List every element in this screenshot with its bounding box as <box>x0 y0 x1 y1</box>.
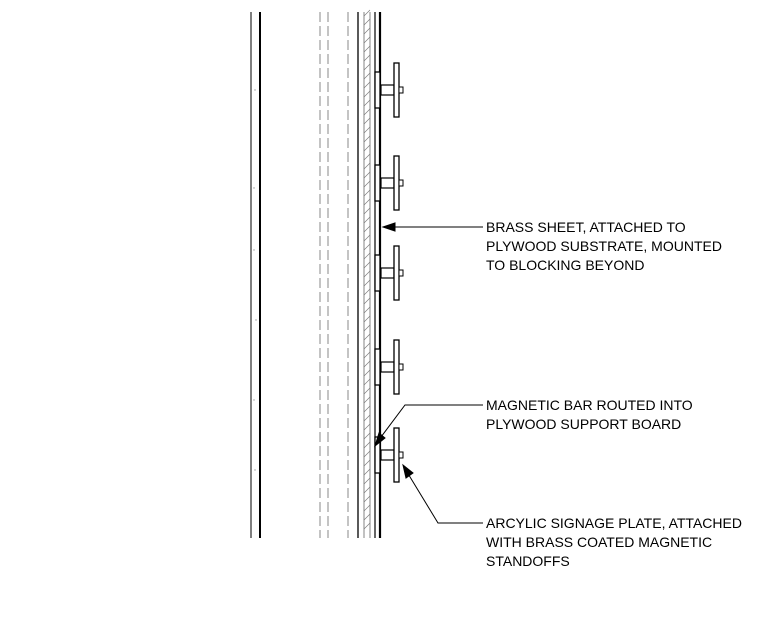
arrowhead-magnetic-bar <box>374 432 386 448</box>
standoff-cap <box>398 451 404 459</box>
magnetic-bar <box>374 254 381 292</box>
acrylic-plate <box>393 339 400 395</box>
callout-brass-sheet: BRASS SHEET, ATTACHED TO PLYWOOD SUBSTRA… <box>486 219 722 273</box>
standoff-shaft <box>380 361 395 373</box>
callout-brass-sheet-line-2: PLYWOOD SUBSTRATE, MOUNTED <box>486 238 722 254</box>
standoff-cap <box>398 86 404 94</box>
leader-lines <box>374 222 483 524</box>
magnetic-bar <box>374 164 381 202</box>
magnetic-standoff <box>374 155 404 211</box>
callout-brass-sheet-line-1: BRASS SHEET, ATTACHED TO <box>486 219 686 235</box>
callout-signage-plate-line-1: ARCYLIC SIGNAGE PLATE, ATTACHED <box>486 515 742 531</box>
standoff-shaft <box>380 177 395 189</box>
standoff-cap <box>398 363 404 371</box>
board-stipple <box>253 89 257 471</box>
standoff-shaft <box>380 267 395 279</box>
standoff-shaft <box>380 84 395 96</box>
callout-signage-plate: ARCYLIC SIGNAGE PLATE, ATTACHED WITH BRA… <box>486 515 742 569</box>
callout-magnetic-bar-line-2: PLYWOOD SUPPORT BOARD <box>486 416 681 432</box>
callout-brass-sheet-line-3: TO BLOCKING BEYOND <box>486 257 644 273</box>
leader-magnetic-bar <box>377 404 483 442</box>
hidden-framing-lines <box>319 12 349 538</box>
standoff-cap <box>398 179 404 187</box>
callout-magnetic-bar: MAGNETIC BAR ROUTED INTO PLYWOOD SUPPORT… <box>486 397 693 432</box>
wall-board <box>250 12 261 538</box>
acrylic-plate <box>393 62 400 118</box>
callout-magnetic-bar-line-1: MAGNETIC BAR ROUTED INTO <box>486 397 693 413</box>
magnetic-standoff <box>374 339 404 395</box>
standoff-shaft <box>380 449 395 461</box>
magnetic-bar <box>374 71 381 109</box>
plywood-grain <box>363 9 371 530</box>
magnetic-bar <box>374 348 381 386</box>
acrylic-plate <box>393 245 400 301</box>
callout-signage-plate-line-3: STANDOFFS <box>486 553 570 569</box>
standoff-cap <box>398 269 404 277</box>
acrylic-plate <box>393 427 400 483</box>
leader-signage-plate <box>406 471 483 524</box>
arrowhead-signage-plate <box>402 463 414 479</box>
acrylic-plate <box>393 155 400 211</box>
magnetic-standoff <box>374 62 404 118</box>
callout-signage-plate-line-2: WITH BRASS COATED MAGNETIC <box>486 534 712 550</box>
arrowhead-brass-sheet <box>381 222 396 232</box>
magnetic-standoff <box>374 245 404 301</box>
